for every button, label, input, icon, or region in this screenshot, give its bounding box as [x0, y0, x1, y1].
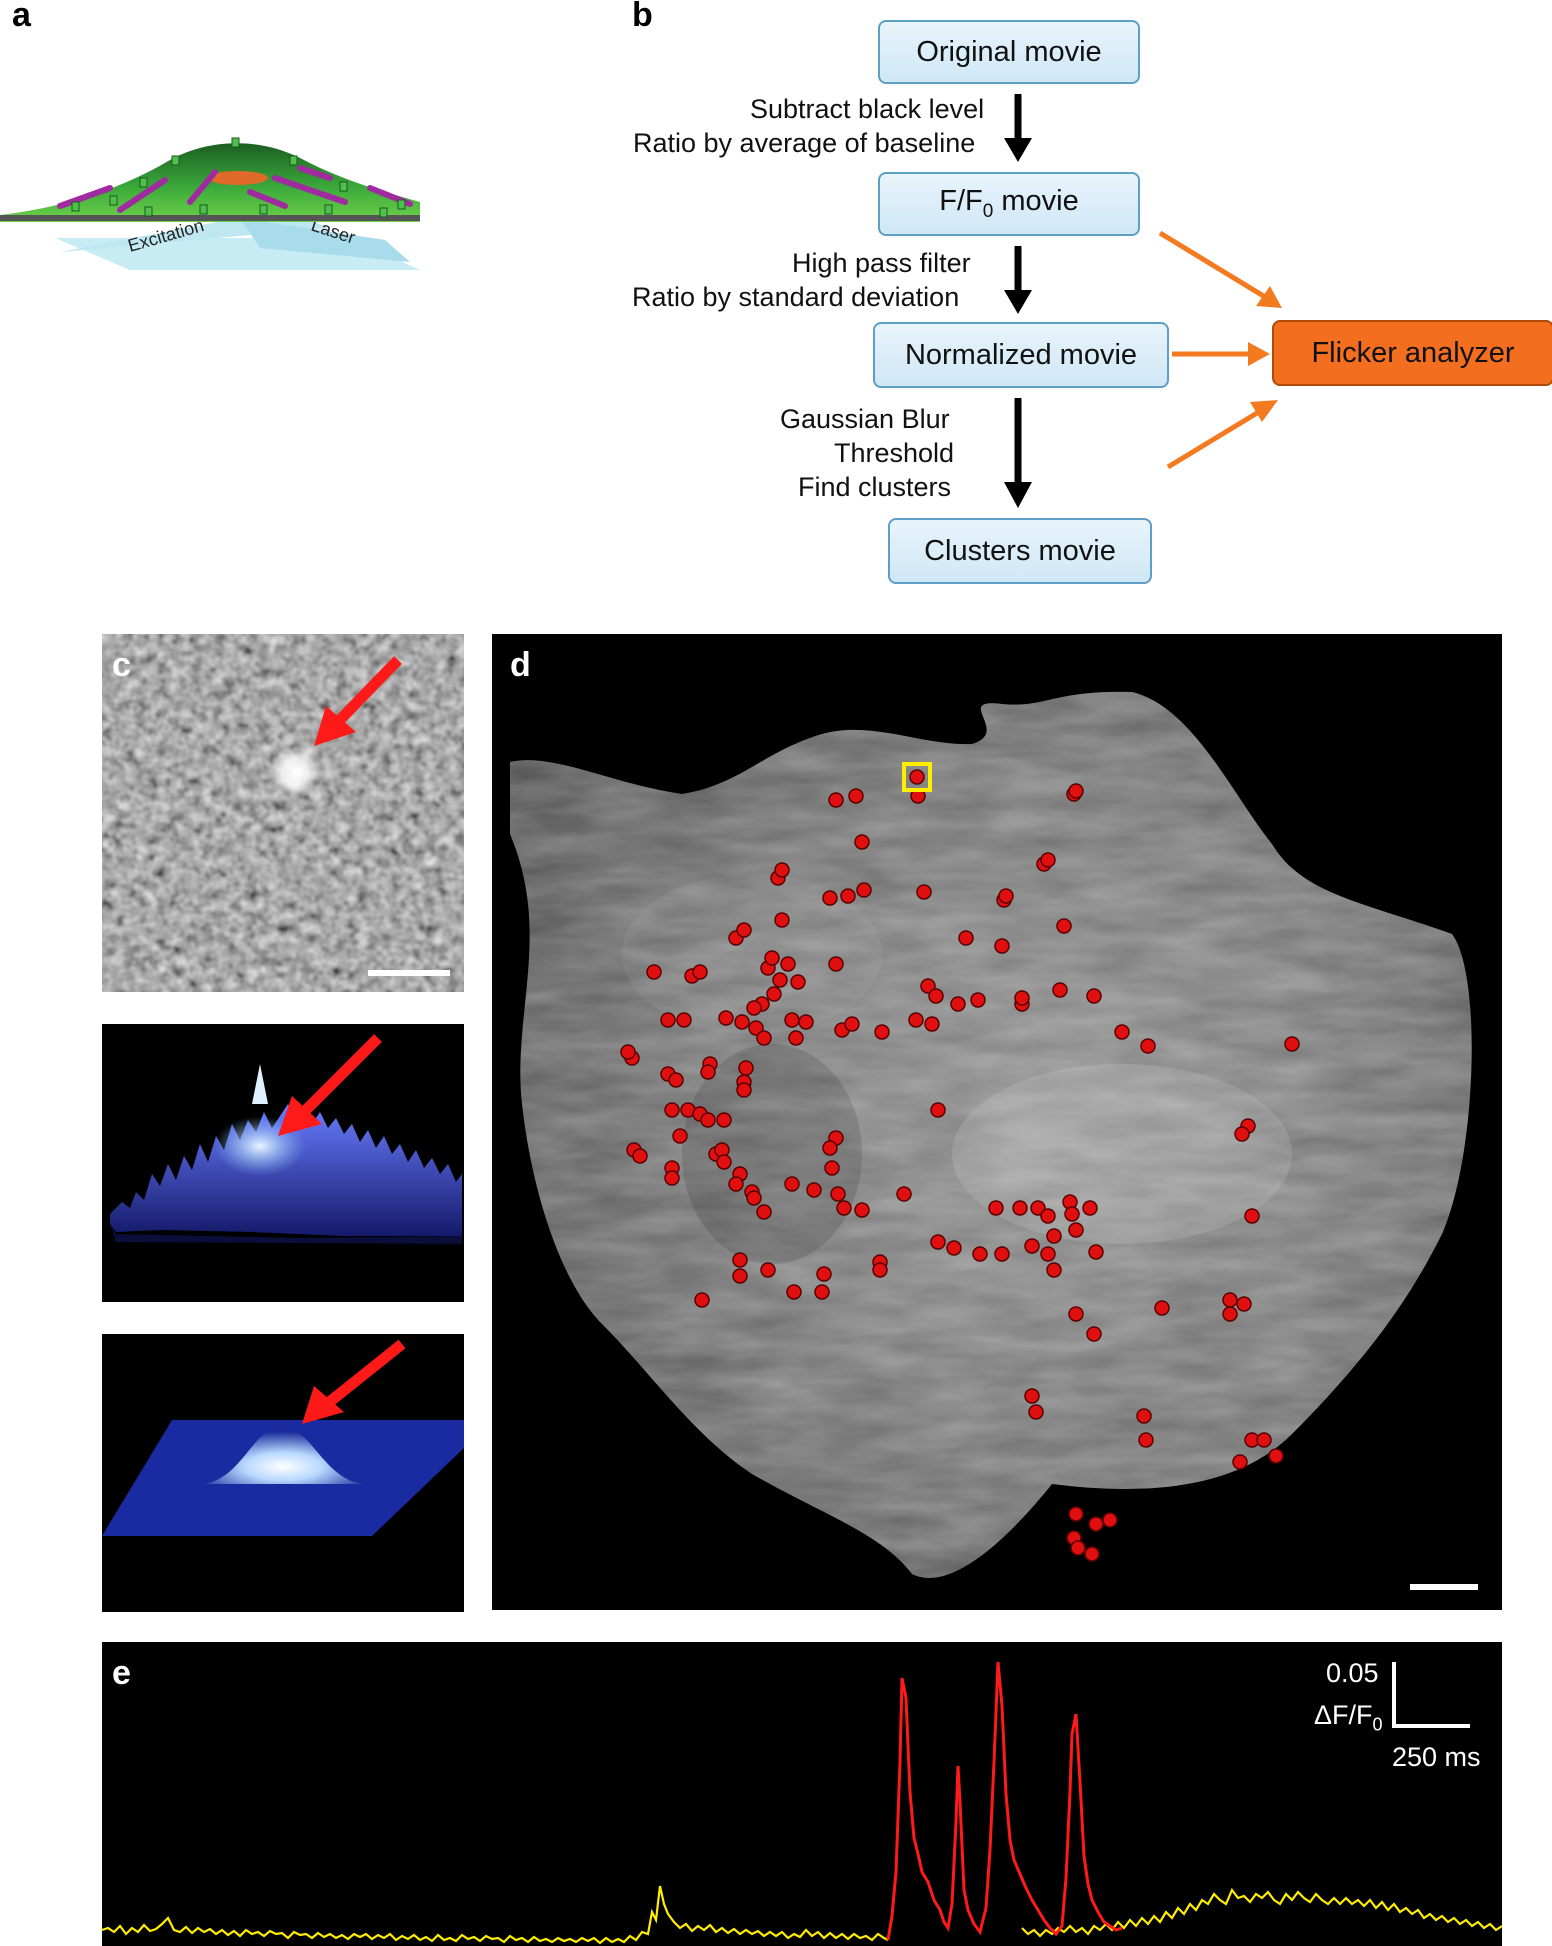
f-f0-movie-box: F/F0 movie — [878, 172, 1140, 236]
flicker-analyzer-label: Flicker analyzer — [1311, 336, 1515, 369]
step-gaussian-blur: Gaussian Blur — [780, 404, 950, 434]
red-arrow-icon — [278, 1034, 382, 1136]
step-threshold: Threshold — [834, 438, 955, 468]
panel-e-trace: 0.05 ΔF/F0 250 ms — [102, 1642, 1502, 1946]
panel-c-label: c — [112, 646, 131, 684]
scale-bar — [1410, 1584, 1478, 1590]
step-ratio-std: Ratio by standard deviation — [632, 282, 960, 312]
original-movie-box: Original movie — [878, 20, 1140, 84]
step-find-clusters: Find clusters — [798, 472, 952, 502]
scale-bar — [368, 970, 450, 976]
normalized-movie-box: Normalized movie — [873, 322, 1169, 388]
normalized-movie-label: Normalized movie — [904, 338, 1138, 371]
clusters-movie-label: Clusters movie — [924, 534, 1116, 567]
panel-c-raw-surface-plot — [102, 1024, 464, 1302]
nucleus — [208, 171, 268, 185]
fluorescence-trace — [102, 1661, 1502, 1945]
f-f0-movie-label: F/F0 movie — [939, 185, 1079, 222]
panel-d-label: d — [510, 646, 531, 684]
scale-y-unit: ΔF/F0 — [1314, 1700, 1383, 1735]
flicker-analyzer-box: Flicker analyzer — [1272, 320, 1552, 386]
panel-a-label: a — [12, 0, 31, 34]
panel-b-label: b — [632, 0, 653, 34]
panel-c-top-image — [102, 634, 464, 992]
highlighted-cluster — [902, 762, 932, 792]
event-trace — [886, 1661, 1123, 1941]
panel-d-cell-image — [492, 634, 1502, 1610]
gaussian-peak — [202, 1426, 364, 1484]
step-high-pass: High pass filter — [792, 248, 971, 278]
clusters-movie-box: Clusters movie — [888, 518, 1152, 584]
red-arrow-icon — [314, 656, 402, 746]
membrane-channels — [71, 137, 406, 218]
fluorescent-spot — [269, 746, 321, 798]
baseline-trace — [102, 1885, 889, 1945]
step-subtract-black: Subtract black level — [750, 94, 985, 124]
noise-image — [102, 634, 464, 992]
orange-arrows — [1158, 230, 1282, 470]
peak-spike — [252, 1064, 268, 1104]
red-arrow-icon — [302, 1339, 406, 1424]
coverslip — [0, 215, 420, 221]
trace-scale-bar — [1392, 1662, 1470, 1728]
step-ratio-baseline: Ratio by average of baseline — [633, 128, 976, 158]
cell-fluorescence-image — [510, 691, 1478, 1590]
cell-illustration: Excitation Laser — [0, 137, 420, 270]
cell-region — [510, 691, 1472, 1578]
baseline-trace-tail — [1021, 1887, 1502, 1938]
panel-c-fitted-surface-plot — [102, 1334, 464, 1612]
scale-y-value: 0.05 — [1326, 1658, 1379, 1688]
laser-arrow — [240, 218, 410, 262]
original-movie-label: Original movie — [916, 35, 1102, 68]
panel-e-label: e — [112, 1654, 131, 1692]
flowchart-arrows — [1004, 94, 1282, 508]
scale-x-label: 250 ms — [1392, 1742, 1481, 1772]
